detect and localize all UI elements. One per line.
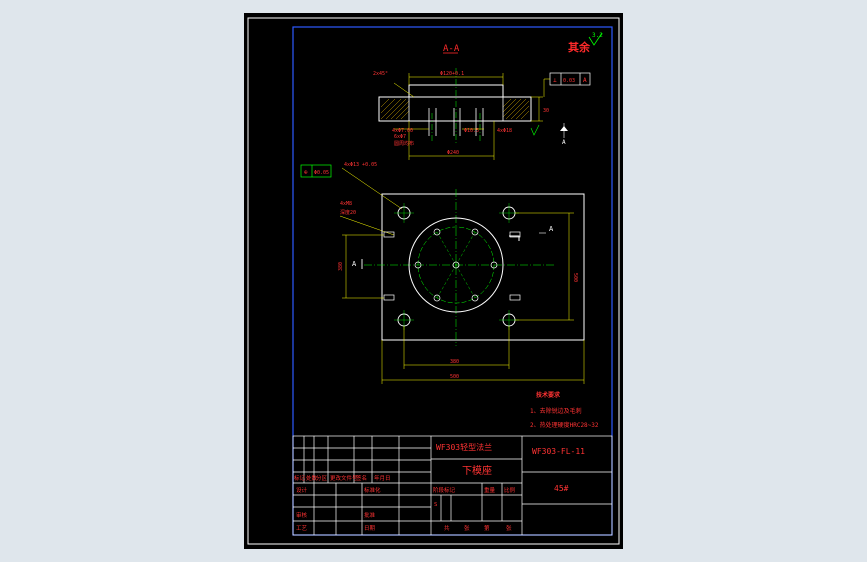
pcd-holes [414,228,498,302]
approve-label: 批准 [364,511,376,519]
hole-callout3: 深度20 [340,209,356,216]
section-hatch [380,98,530,120]
material: 45# [554,484,569,493]
dim-bottom-dia: Φ240 [447,150,459,156]
drawing-sheet: A-A 其余 3.2 Φ120+0.1 Φ240 30 2 [244,13,623,549]
dim-chamfer: 2x45° [373,71,388,77]
row-label-count: 处数 [306,474,318,482]
part-name-top: WF303轻型法兰 [436,442,492,452]
svg-text:Φ0.05: Φ0.05 [314,170,329,176]
sign-label-review: 审核 [296,511,308,519]
dim-plan-left: 380 [338,262,344,271]
plan-big-circle [408,217,504,313]
row-label-change-doc: 更改文件号 [330,474,358,482]
note-thread: 圆周均布 [394,140,414,147]
dim-hole-left: 4xΦ7.00 [392,128,413,134]
sheet-unit-1: 张 [464,524,470,532]
geo-tolerance-frame: ⊥ 0.03 A [549,72,591,86]
cad-drawing: A-A 其余 3.2 Φ120+0.1 Φ240 30 2 [247,17,620,545]
section-mark-left: A [352,260,357,268]
std-label: 标准化 [364,486,381,494]
dim-plan-width: 500 [450,374,459,380]
svg-text:A: A [583,77,587,84]
weight-label: 重量 [484,486,496,494]
dim-thickness: 30 [543,108,549,114]
remaining-note: 其余 [568,40,591,54]
roughness-symbol [588,32,603,46]
scale-label: 比例 [504,486,516,494]
sheet-no: 第 [484,524,490,532]
dim-small-left: 6xΦ7 [394,134,406,140]
hole-callout: 4xΦ13 +0.05 [344,162,377,168]
hole-callout2: 4xM8 [340,201,352,207]
datum-a: A [562,139,566,146]
sheet-total: 共 [444,524,450,532]
plan-plate [381,193,585,341]
sign-label-design: 设计 [296,486,308,494]
drawing-number: WF303-FL-11 [532,447,585,456]
svg-text:0.03: 0.03 [563,78,575,84]
row-label-sign: 签名 [356,474,367,482]
row-label-zone: 分区 [316,474,328,482]
row-label-mark: 标记 [294,474,306,482]
part-name-bottom: 下模座 [462,464,492,477]
tech-title: 技术要求 [536,391,561,399]
date-label: 日期 [364,525,376,532]
dim-hole-right: 4xΦ18 [497,128,512,134]
outer-frame [247,17,620,545]
pos-tolerance-frame: ⊕ Φ0.05 [300,164,332,178]
dim-plan-inner: 380 [450,359,459,365]
dim-plan-height: 500 [572,273,578,282]
sign-label-process: 工艺 [296,525,308,532]
section-plate [378,96,532,122]
dim-hole-mid: Φ10.5 [464,128,479,134]
tech-item-2: 2、热处理硬度HRC28~32 [530,421,599,429]
row-label-date: 年月日 [374,474,391,482]
sheet-unit-2: 张 [506,524,512,532]
section-mark-right: A [549,225,554,233]
stage-label: 阶段标记 [433,486,456,494]
title-block-grid [292,435,613,536]
dim-top-dia: Φ120+0.1 [440,71,464,77]
scale-value: S [434,502,437,508]
svg-text:⊥: ⊥ [553,77,557,84]
tech-item-1: 1、去除锐边及毛刺 [530,407,582,415]
roughness-value: 3.2 [592,32,603,39]
svg-text:⊕: ⊕ [304,169,308,176]
section-label: A-A [443,44,460,54]
